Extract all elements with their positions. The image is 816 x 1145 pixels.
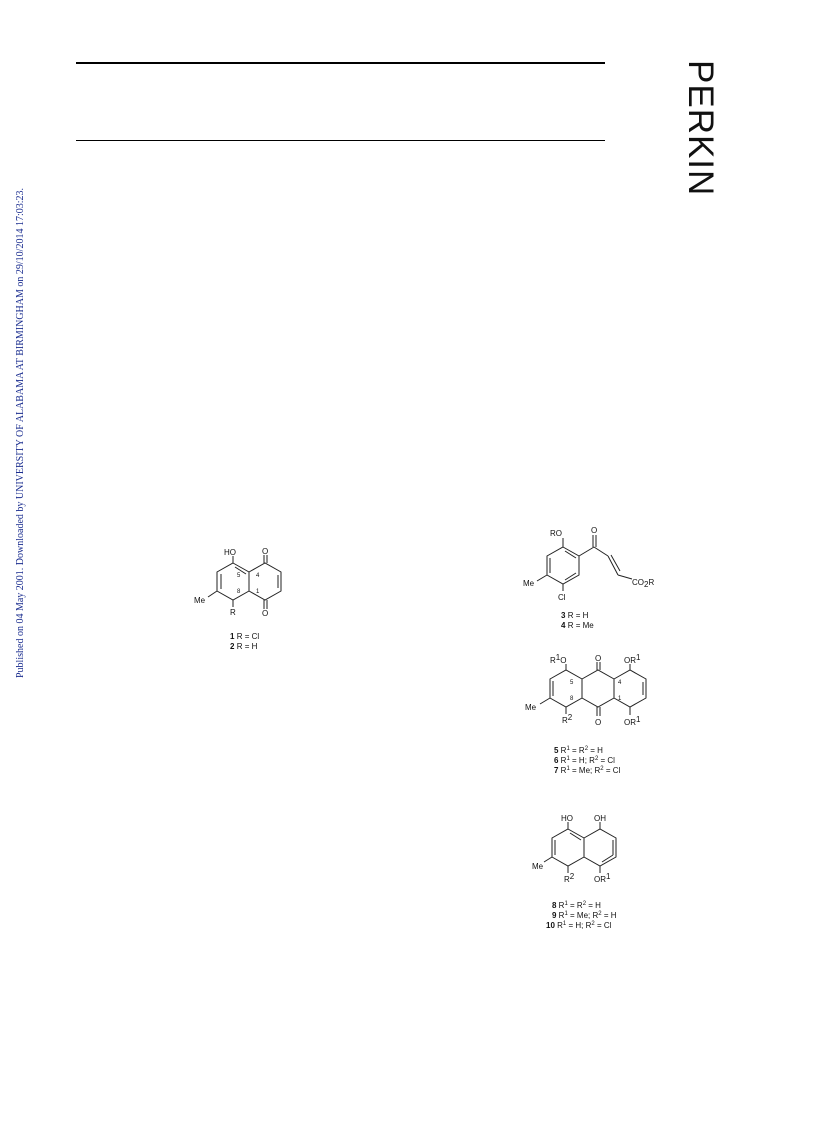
hydroxy-label: HO: [224, 548, 236, 557]
position-label: 4: [618, 680, 622, 686]
r2-label: R2: [562, 713, 573, 725]
position-label: 1: [618, 696, 622, 702]
position-label: 1: [256, 589, 260, 595]
compound-labels: 5 R1 = R2 = H 6 R1 = H; R2 = Cl 7 R1 = M…: [554, 746, 620, 776]
alkoxy-label: RO: [550, 529, 562, 538]
compound-label: 9 R1 = Me; R2 = H: [552, 911, 617, 920]
alkoxy-label: R1O: [550, 653, 566, 665]
compound-labels: 1 R = Cl 2 R = H: [230, 632, 259, 652]
methyl-label: Me: [532, 862, 544, 871]
methyl-label: Me: [525, 703, 537, 712]
r-label: R: [230, 608, 236, 617]
position-label: 5: [570, 680, 574, 686]
alkoxy-label: OR1: [624, 653, 641, 665]
compound-label: 10 R1 = H; R2 = Cl: [546, 921, 612, 930]
position-label: 8: [570, 696, 574, 702]
header-rule-bottom: [76, 140, 605, 141]
hydroxy-label: HO: [561, 814, 573, 823]
naphthoquinone-structure: HO O Me R O 5 4 8 1: [194, 547, 282, 618]
compound-label: 2 R = H: [230, 642, 258, 651]
position-label: 5: [237, 573, 241, 579]
alkoxy-label: OR1: [594, 872, 611, 884]
oxo-label: O: [262, 547, 268, 556]
compound-label: 5 R1 = R2 = H: [554, 746, 603, 755]
download-watermark: Published on 04 May 2001. Downloaded by …: [15, 187, 26, 678]
chloro-label: Cl: [558, 593, 566, 602]
compound-label: 6 R1 = H; R2 = Cl: [554, 756, 615, 765]
naphthol-structure: HO OH Me R2 OR1: [532, 814, 617, 884]
anthraquinone-structure: R1O O OR1 Me R2 O OR1 5 4 8 1: [525, 653, 647, 727]
compound-label: 8 R1 = R2 = H: [552, 901, 601, 910]
position-label: 4: [256, 573, 260, 579]
methyl-label: Me: [194, 596, 206, 605]
ester-label: CO2R: [632, 578, 654, 589]
compound-label: 3 R = H: [561, 611, 589, 620]
oxo-label: O: [595, 654, 601, 663]
compound-labels: 8 R1 = R2 = H 9 R1 = Me; R2 = H 10 R1 = …: [546, 901, 617, 931]
hydroxy-label: OH: [594, 814, 606, 823]
oxo-label: O: [262, 609, 268, 618]
compound-label: 7 R1 = Me; R2 = Cl: [554, 766, 621, 775]
position-label: 8: [237, 589, 241, 595]
enone-structure: RO O Me Cl CO2R: [523, 526, 654, 602]
methyl-label: Me: [523, 579, 535, 588]
compound-label: 4 R = Me: [561, 621, 594, 630]
header-rule-top: [76, 62, 605, 64]
compound-label: 1 R = Cl: [230, 632, 260, 641]
oxo-label: O: [591, 526, 597, 535]
oxo-label: O: [595, 718, 601, 727]
journal-logo: PERKIN: [681, 60, 720, 197]
compound-labels: 3 R = H 4 R = Me: [561, 611, 594, 631]
alkoxy-label: OR1: [624, 715, 641, 727]
r2-label: R2: [564, 872, 575, 884]
